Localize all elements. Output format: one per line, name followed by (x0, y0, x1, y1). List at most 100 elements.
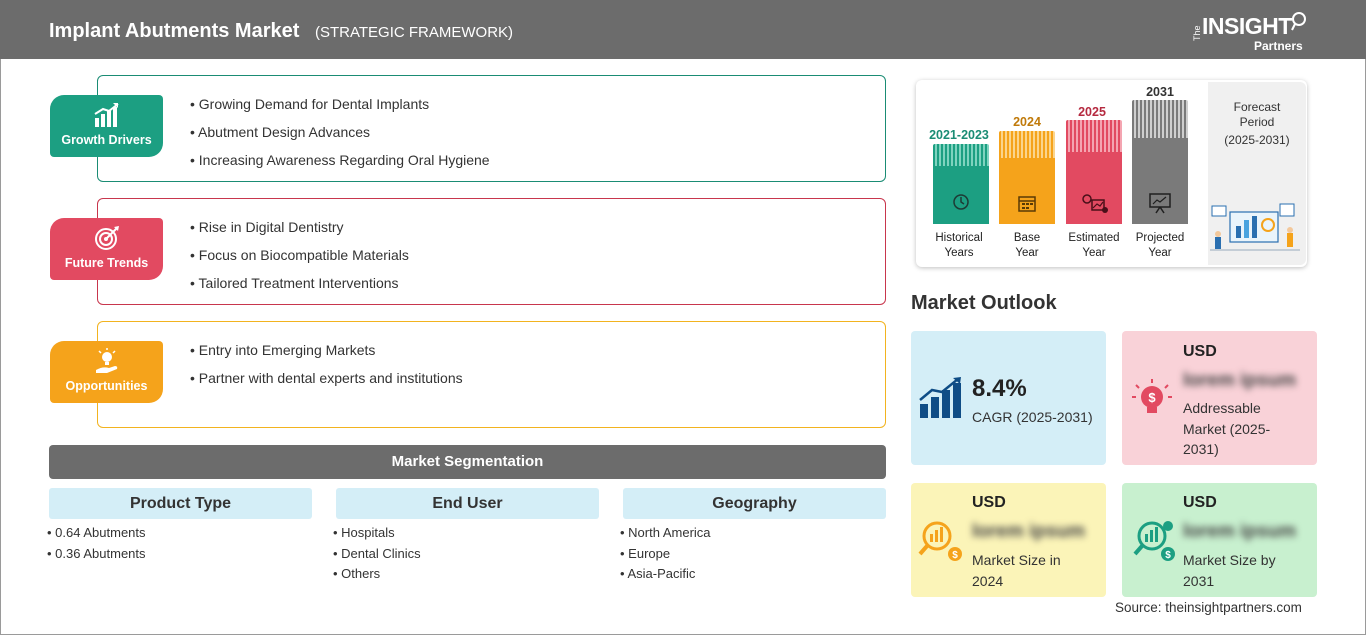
list-item: Europe (620, 546, 711, 567)
future-trends-label: Future Trends (64, 256, 149, 270)
timeline-year-projected: 2031 (1146, 85, 1174, 99)
logo-partners: Partners (1254, 39, 1303, 53)
opportunities-badge: Opportunities (50, 341, 163, 403)
list-item: Abutment Design Advances (190, 124, 490, 152)
list-item: Rise in Digital Dentistry (190, 219, 409, 247)
page-subtitle: (STRATEGIC FRAMEWORK) (315, 24, 514, 41)
timeline-year-historical: 2021-2023 (929, 128, 989, 142)
history-clock-icon (953, 194, 969, 210)
header-bar: Implant Abutments Market (STRATEGIC FRAM… (0, 0, 1366, 59)
opportunities-label: Opportunities (65, 379, 148, 393)
list-item: 0.64 Abutments (47, 525, 145, 546)
market-segmentation-bar: Market Segmentation (49, 445, 886, 479)
addressable-usd: USD (1183, 343, 1217, 360)
segment-heading-geography: Geography (623, 488, 886, 519)
opportunities-list: Entry into Emerging Markets Partner with… (190, 342, 463, 398)
size-2024-value-blurred: lorem ipsum (972, 521, 1085, 542)
label-line: Market Size by (1183, 552, 1276, 568)
label-line: Market (2025- (1183, 420, 1271, 437)
cagr-value: 8.4% (972, 375, 1027, 402)
segment-list-geography: North America Europe Asia-Pacific (620, 525, 711, 587)
logo-the: The (1192, 25, 1202, 41)
segment-list-end-user: Hospitals Dental Clinics Others (333, 525, 421, 587)
market-size-2024-card (911, 483, 1106, 597)
size-2024-label: Market Size in 2024 (972, 550, 1061, 591)
market-outlook-title: Market Outlook (911, 292, 1057, 314)
label-line: Years (944, 247, 974, 259)
list-item: 0.36 Abutments (47, 546, 145, 567)
market-size-2031-card (1122, 483, 1317, 597)
insight-partners-logo[interactable]: The INSIGHT Partners (1192, 11, 1312, 53)
svg-text:$: $ (1165, 550, 1171, 561)
label-line: Estimated (1068, 232, 1120, 244)
label-line: Projected (1135, 232, 1185, 244)
page-title: Implant Abutments Market (49, 20, 300, 42)
list-item: Partner with dental experts and institut… (190, 370, 463, 398)
forecast-line: (2025-2031) (1224, 133, 1290, 147)
list-item: Growing Demand for Dental Implants (190, 96, 490, 124)
label-line: Addressable (1183, 400, 1261, 416)
logo-insight: INSIGHT (1202, 13, 1292, 39)
list-item: Asia-Pacific (620, 566, 711, 587)
list-item: North America (620, 525, 710, 546)
label-line: Base (1013, 232, 1041, 244)
timeline-year-estimated: 2025 (1078, 105, 1106, 119)
size-2031-value-blurred: lorem ipsum (1183, 521, 1296, 542)
analytics-people-illustration-icon (1210, 203, 1300, 251)
future-trends-list: Rise in Digital Dentistry Focus on Bioco… (190, 219, 409, 303)
growth-chart-icon (919, 377, 961, 418)
growth-drivers-box: Growing Demand for Dental Implants Abutm… (97, 75, 886, 182)
opportunities-box: Entry into Emerging Markets Partner with… (97, 321, 886, 428)
magnifier-chart-dollar-icon: $ (1133, 521, 1175, 561)
timeline-bar-projected (1132, 100, 1188, 224)
svg-text:$: $ (1148, 390, 1156, 405)
growth-drivers-badge: Growth Drivers (50, 95, 163, 157)
list-item: Focus on Biocompatible Materials (190, 247, 409, 275)
source-citation: Source: theinsightpartners.com (1115, 600, 1302, 615)
list-item: Increasing Awareness Regarding Oral Hygi… (190, 152, 490, 180)
segment-list-product-type: 0.64 Abutments 0.36 Abutments (47, 525, 145, 567)
segment-heading-product-type: Product Type (49, 488, 312, 519)
future-trends-badge: Future Trends (50, 218, 163, 280)
bar-chart-growth-icon (94, 103, 119, 127)
label-line: 2031) (1183, 441, 1219, 457)
label-line: 2024 (972, 572, 1004, 589)
label-line: Year (1015, 247, 1039, 259)
target-icon (95, 226, 119, 250)
label-line: Year (1148, 247, 1172, 259)
timeline-bar-base (999, 131, 1055, 224)
magnifier-chart-dollar-icon: $ (918, 521, 962, 561)
list-item: Tailored Treatment Interventions (190, 275, 409, 303)
timeline-year-base: 2024 (1013, 115, 1041, 129)
label-line: Historical (935, 232, 983, 244)
label-line: Year (1082, 247, 1106, 259)
logo-magnifier-icon (1291, 12, 1306, 31)
timeline-bar-historical (933, 144, 989, 224)
size-2031-label: Market Size by 2031 (1183, 550, 1276, 591)
svg-text:$: $ (952, 550, 958, 561)
size-2024-usd: USD (972, 494, 1006, 511)
cagr-label: CAGR (2025-2031) (972, 409, 1093, 425)
label-line: 2031 (1183, 572, 1215, 589)
calendar-icon (1018, 196, 1036, 212)
list-item: Hospitals (333, 525, 421, 546)
list-item: Others (333, 566, 421, 587)
label-line: Market Size in (972, 552, 1061, 568)
growth-drivers-list: Growing Demand for Dental Implants Abutm… (190, 96, 490, 180)
growth-drivers-label: Growth Drivers (61, 133, 152, 147)
lightbulb-hand-icon (96, 348, 118, 373)
size-2031-usd: USD (1183, 494, 1217, 511)
lightbulb-dollar-icon: $ (1132, 379, 1172, 413)
segment-heading-end-user: End User (336, 488, 599, 519)
forecast-line: Forecast (1233, 100, 1281, 114)
presentation-icon (1149, 193, 1171, 214)
list-item: Dental Clinics (333, 546, 420, 567)
gears-chart-icon (1082, 194, 1108, 213)
timeline-bar-estimated (1066, 120, 1122, 224)
list-item: Entry into Emerging Markets (190, 342, 463, 370)
